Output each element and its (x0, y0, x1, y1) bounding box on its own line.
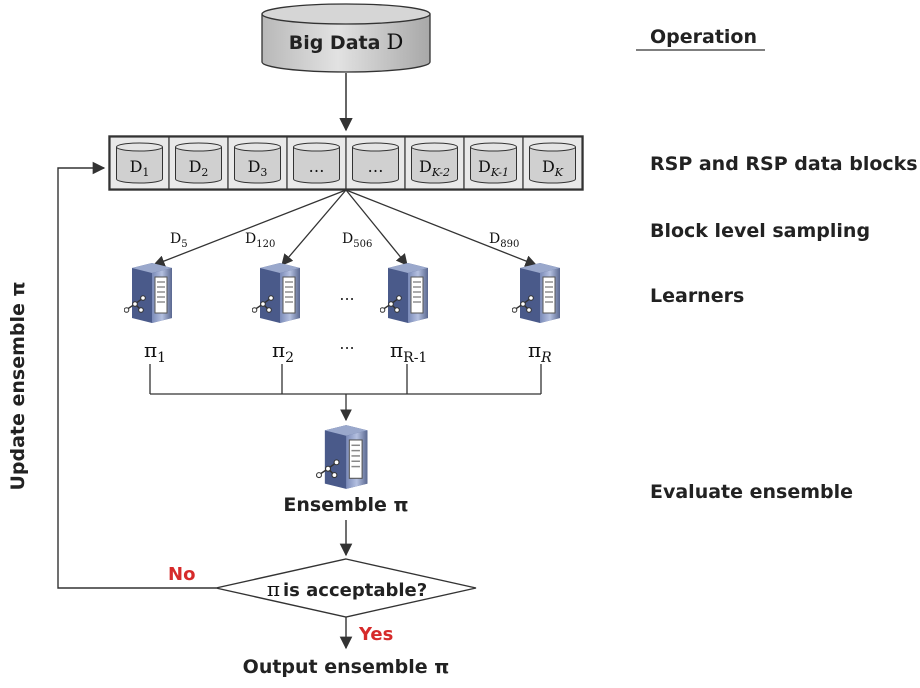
sample-label-2: D120 (245, 231, 275, 250)
sample-label-1: D5 (170, 231, 188, 250)
big-data-label: Big Data (289, 32, 381, 54)
learner-label-1: π1 (144, 338, 166, 366)
rsp-block-6: DK-2 (404, 136, 465, 190)
rsp-block-label: D3 (248, 157, 268, 179)
rsp-blocks: D1 D2 D3 … … DK-2 DK-1 DK (108, 135, 584, 191)
rsp-block-label: D2 (189, 157, 209, 179)
sampling-arrows (152, 189, 538, 267)
ensemble-server-icon (316, 424, 369, 490)
operation-sampling: Block level sampling (650, 220, 870, 242)
rsp-block-5: … (345, 136, 406, 190)
rsp-block-1: D1 (109, 136, 170, 190)
operation-evaluate: Evaluate ensemble (650, 481, 853, 503)
operation-header: Operation (650, 26, 757, 48)
operation-rsp: RSP and RSP data blocks (650, 153, 918, 175)
sample-label-3: D506 (342, 231, 372, 250)
rsp-block-label: D1 (130, 157, 150, 179)
learner-label-4: πR (528, 338, 552, 366)
rsp-block-2: D2 (168, 136, 229, 190)
operation-learners: Learners (650, 285, 744, 307)
rsp-block-label: … (309, 157, 325, 176)
rsp-block-label: DK (542, 157, 564, 179)
ensemble-label: Ensemble π (283, 494, 408, 516)
feedback-label: Update ensemble π (7, 281, 29, 490)
learner-server-icon-3 (380, 262, 429, 324)
yes-label: Yes (358, 624, 393, 645)
rsp-block-label: DK-1 (478, 157, 509, 179)
rsp-block-label: DK-2 (419, 157, 450, 179)
rsp-block-8: DK (522, 136, 583, 190)
rsp-block-7: DK-1 (463, 136, 524, 190)
feedback-loop-arrow (57, 161, 216, 589)
output-label: Output ensemble π (243, 656, 450, 678)
learner-server-icon-1 (124, 262, 173, 324)
sample-label-4: D890 (489, 231, 519, 250)
learner-server-icon-4 (512, 262, 561, 324)
learner-ellipsis-top: ... (339, 285, 354, 304)
rsp-block-3: D3 (227, 136, 288, 190)
combine-bracket (149, 364, 542, 422)
learner-server-icon-2 (252, 262, 301, 324)
no-label: No (168, 564, 195, 585)
rsp-block-4: … (286, 136, 347, 190)
rsp-block-label: … (368, 157, 384, 176)
learner-label-2: π2 (272, 338, 294, 366)
learner-label-3: πR-1 (390, 338, 427, 366)
learner-ellipsis-bottom: ... (339, 334, 354, 353)
big-data-symbol: D (386, 30, 403, 54)
